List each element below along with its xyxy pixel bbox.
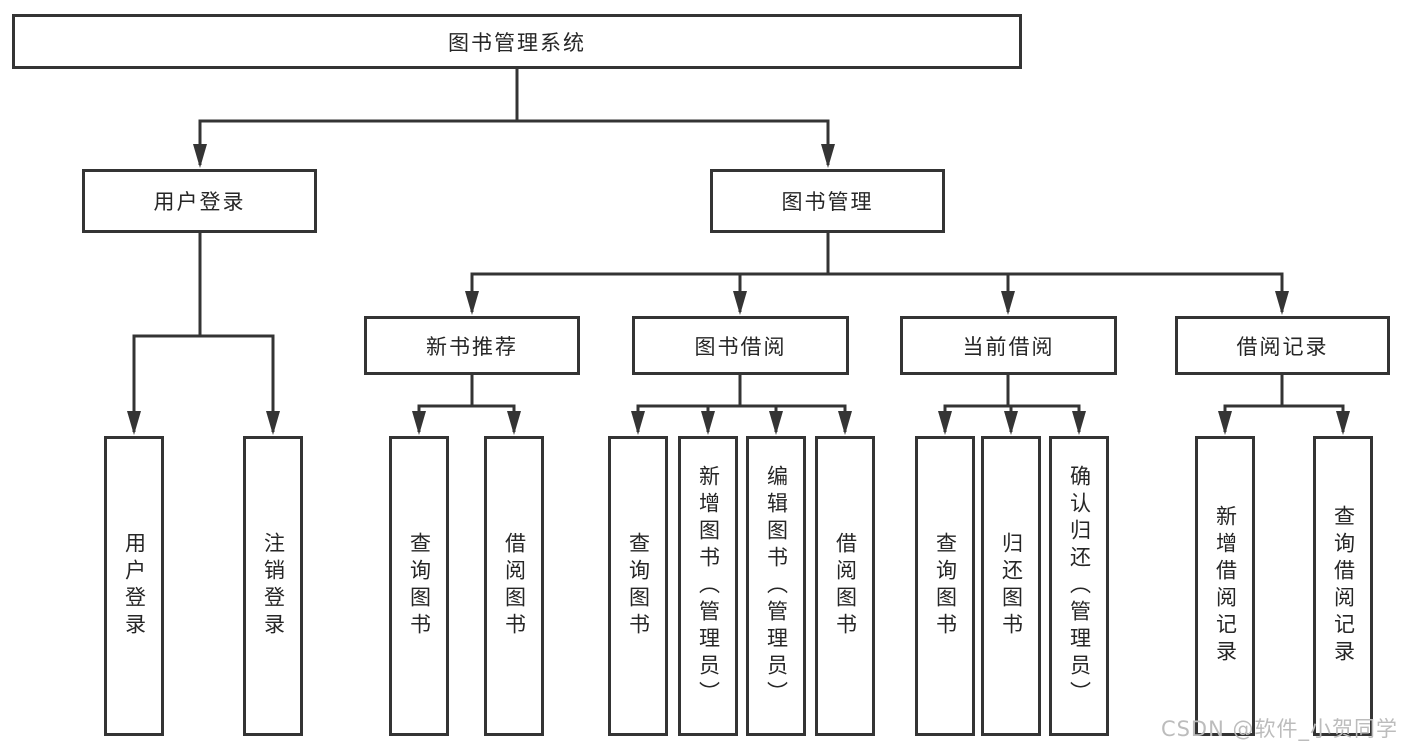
leaf-query-books-current: 查询图书 (915, 436, 975, 736)
leaf-query-borrow-record: 查询借阅记录 (1313, 436, 1373, 736)
leaf-add-books-admin: 新增图书（管理员） (678, 436, 738, 736)
leaf-query-books-borrowing: 查询图书 (608, 436, 668, 736)
node-library-system: 图书管理系统 (12, 14, 1022, 69)
connector-book-mgmt-to-level3 (465, 233, 1289, 315)
node-new-book-recommend: 新书推荐 (364, 316, 580, 375)
leaf-user-login: 用户登录 (104, 436, 164, 736)
node-borrowing-records: 借阅记录 (1175, 316, 1390, 375)
connector-new-book-to-leaves (412, 375, 521, 435)
csdn-watermark: CSDN @软件_小贺同学 (1160, 717, 1398, 741)
leaf-edit-books-admin: 编辑图书（管理员） (746, 436, 806, 736)
leaf-logout: 注销登录 (243, 436, 303, 736)
leaf-return-books: 归还图书 (981, 436, 1041, 736)
leaf-borrow-books-recommend: 借阅图书 (484, 436, 544, 736)
connector-user-login-to-leaves (127, 233, 280, 435)
leaf-confirm-return-admin: 确认归还（管理员） (1049, 436, 1109, 736)
leaf-query-books-recommend: 查询图书 (389, 436, 449, 736)
node-current-borrowing: 当前借阅 (900, 316, 1117, 375)
leaf-borrow-books-borrowing: 借阅图书 (815, 436, 875, 736)
node-book-borrowing: 图书借阅 (632, 316, 849, 375)
leaf-add-borrow-record: 新增借阅记录 (1195, 436, 1255, 736)
connector-root-to-level2 (193, 69, 835, 168)
node-user-login: 用户登录 (82, 169, 317, 233)
connector-records-to-leaves (1218, 375, 1350, 435)
connector-borrowing-to-leaves (631, 375, 852, 435)
connector-current-to-leaves (938, 375, 1086, 435)
node-book-management: 图书管理 (710, 169, 945, 233)
